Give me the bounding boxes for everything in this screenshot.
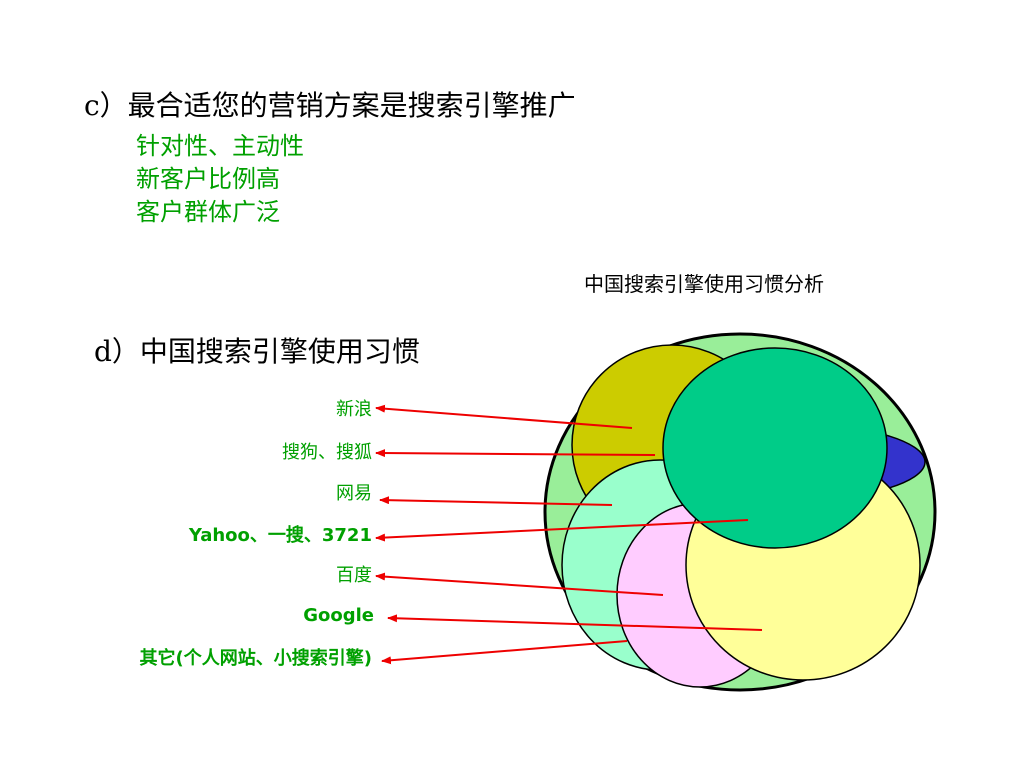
arrow-google <box>387 614 763 631</box>
label-google: Google <box>303 605 374 626</box>
label-other: 其它(个人网站、小搜索引擎) <box>139 648 372 669</box>
arrow-sogou-sohu <box>375 449 656 458</box>
arrow-other <box>381 640 628 665</box>
bullet-item: 新客户比例高 <box>136 165 280 193</box>
heading-d: d）中国搜索引擎使用习惯 <box>94 335 420 368</box>
bullet-item: 针对性、主动性 <box>136 132 304 160</box>
label-sina: 新浪 <box>336 399 372 420</box>
label-netease: 网易 <box>336 483 372 504</box>
arrow-yahoo <box>375 519 749 542</box>
arrow-sina <box>375 404 633 429</box>
bullet-item: 客户群体广泛 <box>136 198 280 226</box>
bullet-list: 针对性、主动性 新客户比例高 客户群体广泛 <box>136 130 304 229</box>
arrow-baidu <box>375 572 664 596</box>
heading-c: c）最合适您的营销方案是搜索引擎推广 <box>84 89 576 122</box>
chart-title: 中国搜索引擎使用习惯分析 <box>584 272 824 296</box>
label-baidu: 百度 <box>336 565 372 586</box>
arrow-netease <box>379 496 613 506</box>
label-yahoo: Yahoo、一搜、3721 <box>188 525 372 546</box>
label-sogou-sohu: 搜狗、搜狐 <box>282 442 372 463</box>
region-yahoo <box>662 347 888 549</box>
